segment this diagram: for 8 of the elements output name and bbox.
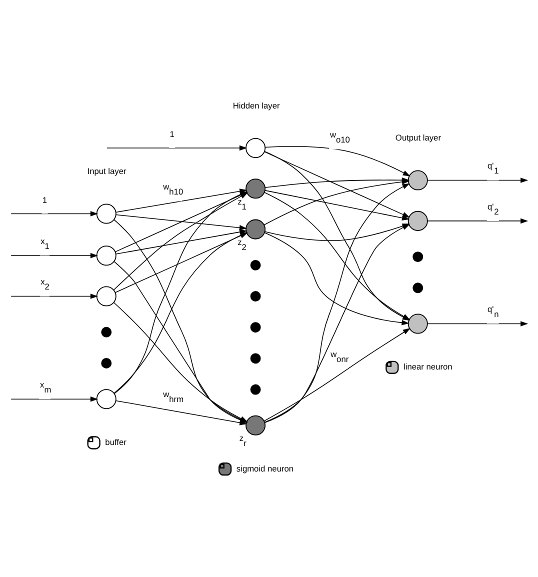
legend-label: buffer — [105, 436, 126, 447]
legend-label: linear neuron — [404, 362, 452, 372]
edge-label: 1 — [42, 194, 48, 205]
label: Input layer — [87, 166, 126, 176]
label: Output layer — [395, 132, 441, 143]
legend-label: sigmoid neuron — [236, 463, 294, 474]
label: Hidden layer — [232, 100, 280, 110]
edge-label: 1 — [170, 129, 174, 140]
